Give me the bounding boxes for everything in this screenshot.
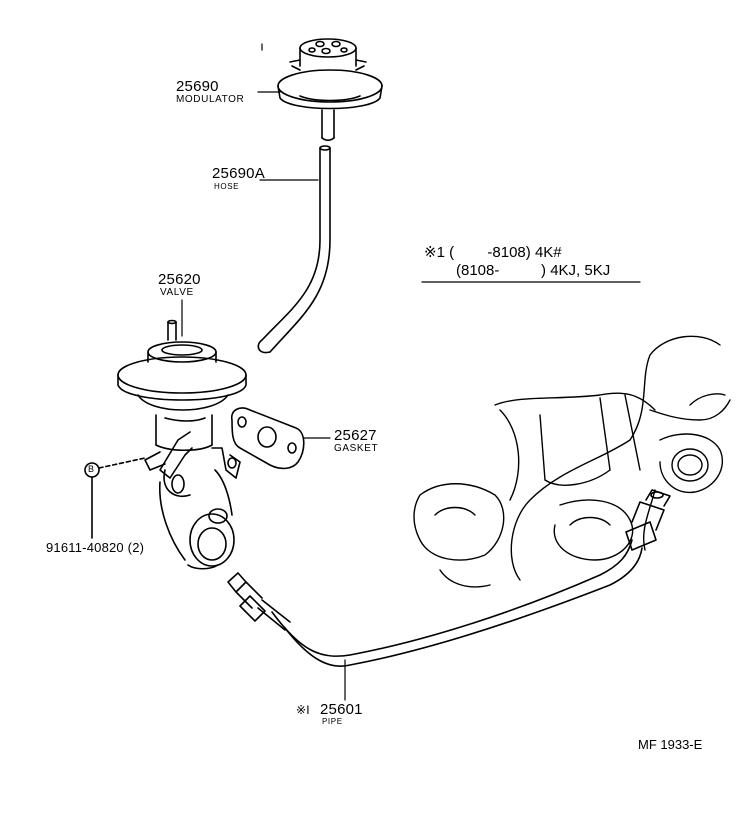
egr-valve-drawing (117, 319, 247, 570)
valve-part-number: 25620 (158, 271, 201, 288)
modulator-part-number: 25690 (176, 78, 219, 95)
valve-part-name: VALVE (160, 287, 194, 298)
hose-part-number: 25690A (212, 165, 265, 182)
modulator-part-name: MODULATOR (176, 94, 245, 105)
pipe-drawing (227, 489, 671, 667)
gasket-drawing (230, 407, 305, 470)
figure-code: MF 1933-E (638, 737, 703, 752)
hose-part-name: HOSE (214, 182, 240, 191)
pipe-part-name: PIPE (322, 717, 343, 726)
pipe-part-number: 25601 (320, 701, 363, 718)
bolt-callout-letter: B (88, 464, 95, 474)
hose-drawing (257, 145, 331, 354)
pipe-marker: ※I (296, 703, 310, 717)
bolt-drawing (84, 457, 146, 539)
leader-lines (181, 91, 641, 701)
engine-block (413, 335, 731, 588)
gasket-part-number: 25627 (334, 427, 377, 444)
bolt-part-number: 91611-40820 (2) (46, 540, 145, 555)
applicability-note-line-2: (8108- ) 4KJ, 5KJ (456, 262, 611, 279)
modulator-drawing (277, 38, 383, 142)
gasket-part-name: GASKET (334, 443, 379, 454)
applicability-note-line-1: ※1 ( -8108) 4K# (424, 244, 562, 261)
